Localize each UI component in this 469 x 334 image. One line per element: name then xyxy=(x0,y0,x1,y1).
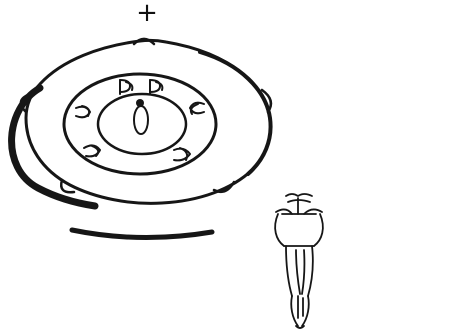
stamen-bottom-right xyxy=(174,148,190,160)
flower-side-view xyxy=(275,194,323,328)
stamen-right xyxy=(190,103,204,114)
bracteole-arc xyxy=(72,230,212,238)
axis-symbol: + xyxy=(136,0,158,28)
corolla-ring xyxy=(64,74,216,174)
stamen-top-left xyxy=(120,80,132,94)
stamen-bottom-left xyxy=(84,145,100,156)
stamen-top-right xyxy=(150,80,162,94)
placenta-dot xyxy=(136,99,144,107)
stamen-left xyxy=(76,106,90,117)
ovary xyxy=(134,106,148,134)
calyx-outer-ring-bold xyxy=(200,52,271,174)
